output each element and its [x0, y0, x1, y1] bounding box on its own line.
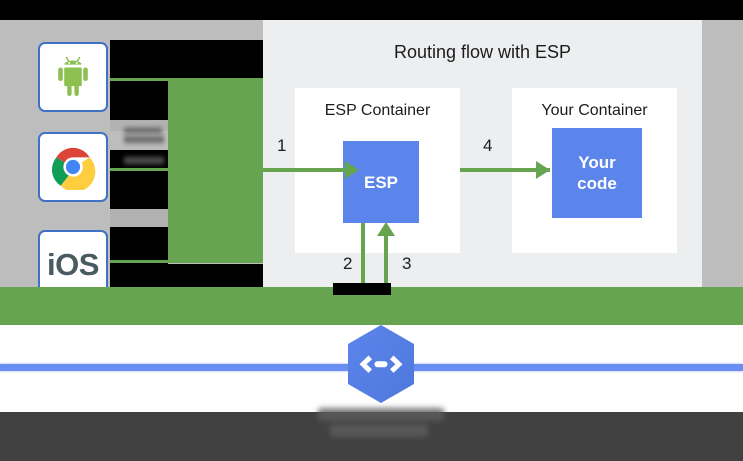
redaction-block-1 — [110, 40, 268, 78]
step-number-2: 2 — [343, 254, 353, 273]
arrow-1-head — [345, 161, 359, 179]
connector-ios — [110, 260, 268, 263]
redaction-block-2 — [110, 81, 168, 120]
client-tile-chrome[interactable] — [38, 132, 108, 202]
your-container-title: Your Container — [541, 102, 648, 119]
arrow-1-line — [260, 168, 346, 172]
esp-box-label: ESP — [363, 172, 399, 192]
green-stub-b — [355, 305, 389, 310]
client-tile-android[interactable] — [38, 42, 108, 112]
right-gray-band — [702, 20, 743, 293]
google-cloud-endpoints-hexagon-icon — [348, 325, 414, 403]
blurred-text-2 — [124, 134, 164, 145]
gray-gap-2 — [110, 209, 168, 227]
arrow-3-head — [377, 222, 395, 236]
redaction-block-4 — [110, 169, 168, 209]
arrow-4-head — [536, 161, 550, 179]
your-code-box[interactable]: Your code — [552, 128, 642, 218]
footer-caption-line-2 — [330, 424, 428, 437]
blurred-text-3 — [124, 155, 164, 166]
redaction-block-top — [263, 0, 703, 20]
your-code-line-2: code — [577, 174, 617, 193]
connector-chrome — [110, 168, 268, 171]
step-number-3: 3 — [402, 254, 412, 273]
step-number-4: 4 — [483, 136, 493, 155]
green-stub-a — [355, 296, 389, 301]
page-title: Routing flow with ESP — [393, 42, 572, 62]
arrow-4-line — [460, 168, 550, 172]
chrome-icon — [51, 147, 96, 190]
blurred-text-1 — [124, 126, 162, 135]
your-code-box-label: Your code — [577, 152, 617, 194]
arrow-2-line — [361, 223, 365, 340]
step-number-1: 1 — [277, 136, 287, 155]
esp-container-title: ESP Container — [324, 102, 431, 119]
your-code-line-1: Your — [578, 153, 616, 172]
esp-box[interactable]: ESP — [343, 141, 419, 223]
android-icon — [58, 56, 88, 96]
ios-label: iOS — [47, 247, 99, 282]
diagram-panel: Routing flow with ESP ESP Container ESP … — [260, 20, 702, 340]
connector-android — [110, 78, 268, 81]
footer-caption-line-1 — [318, 408, 444, 421]
gray-gap-1 — [110, 120, 168, 131]
redaction-block-8 — [333, 283, 391, 295]
